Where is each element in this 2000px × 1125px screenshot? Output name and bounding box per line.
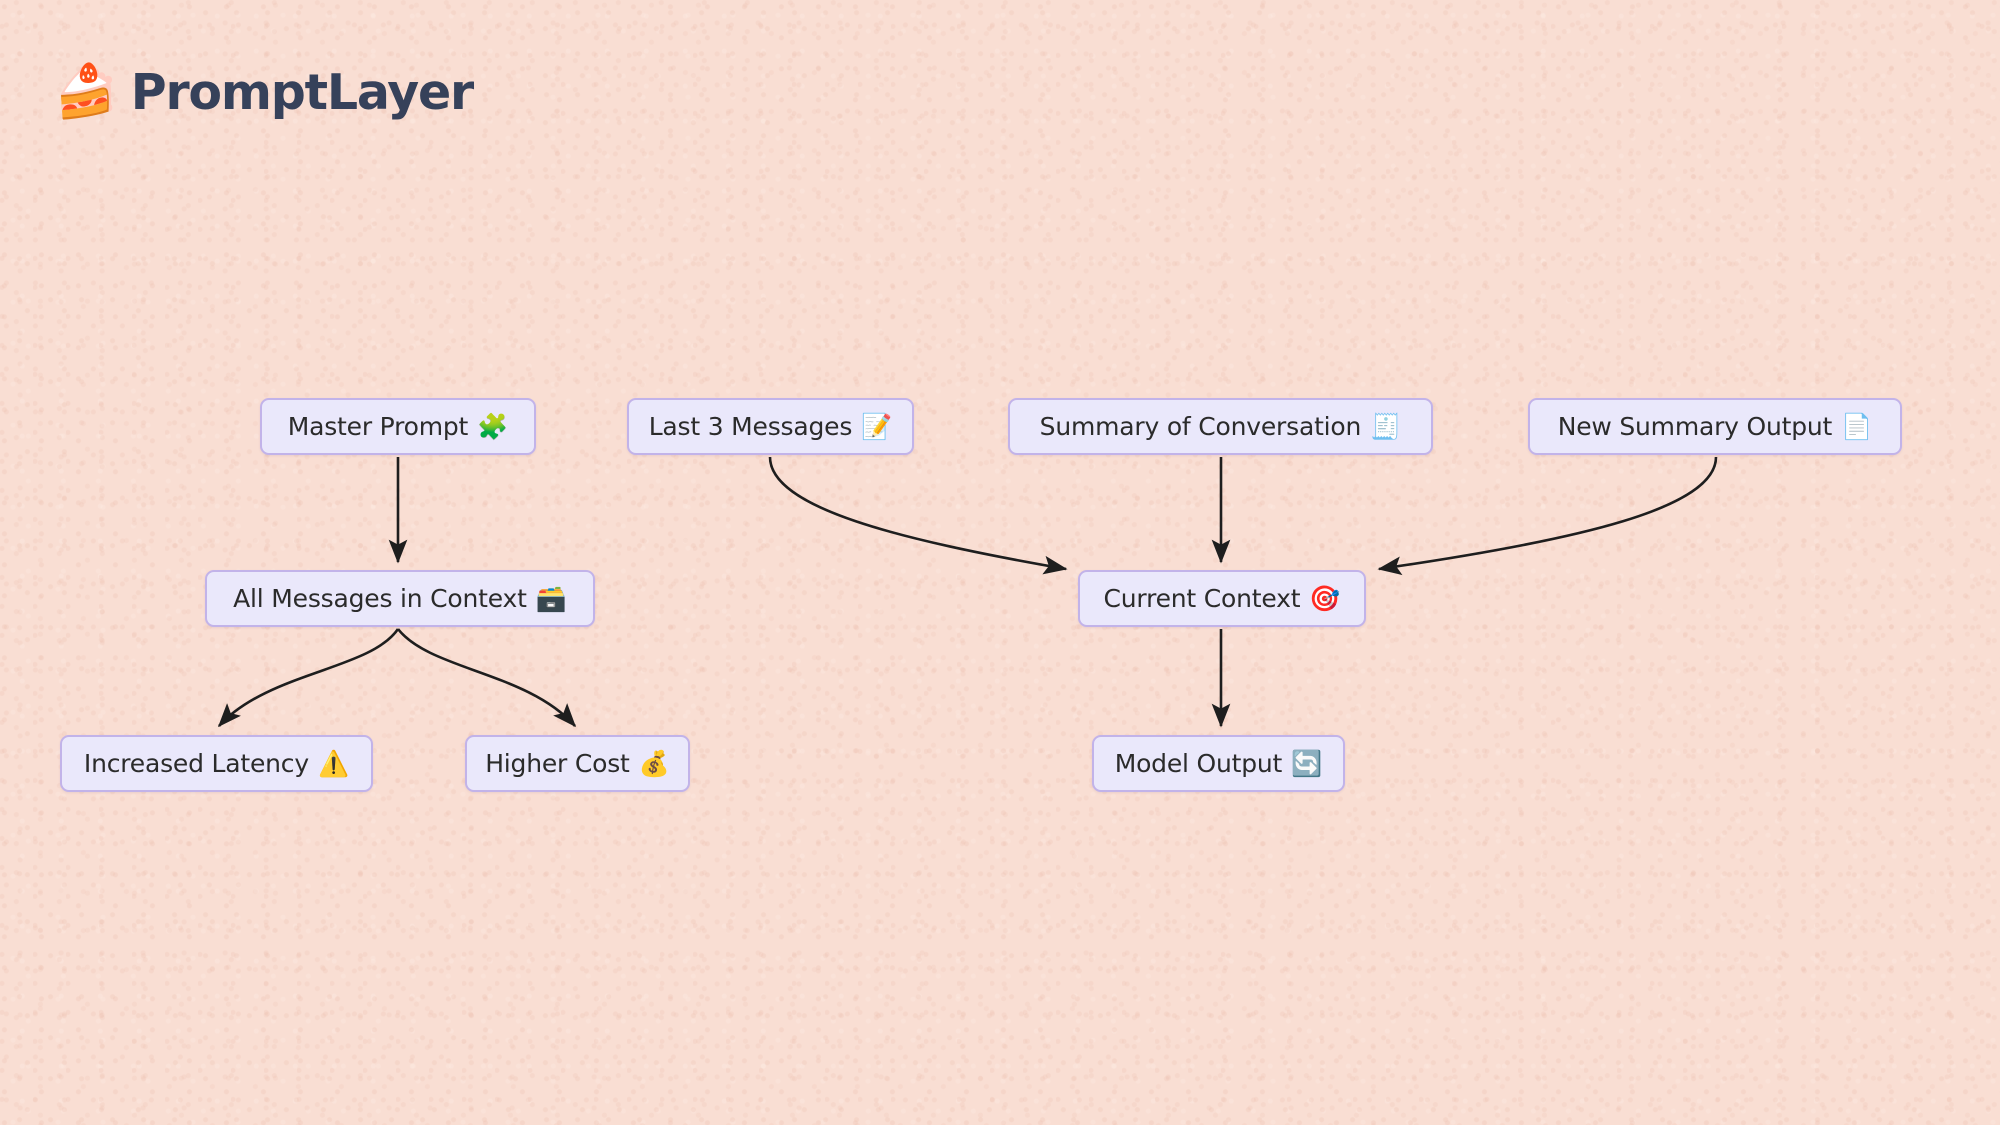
- money-bag-icon: 💰: [638, 749, 670, 778]
- node-master-prompt[interactable]: Master Prompt 🧩: [260, 398, 536, 455]
- arrows-sync-icon: 🔄: [1291, 749, 1323, 778]
- memo-icon: 📝: [861, 412, 893, 441]
- node-model-output[interactable]: Model Output 🔄: [1092, 735, 1345, 792]
- node-label: Higher Cost: [485, 749, 630, 778]
- node-increased-latency[interactable]: Increased Latency ⚠️: [60, 735, 373, 792]
- node-label: Last 3 Messages: [648, 412, 853, 441]
- node-new-summary-output[interactable]: New Summary Output 📄: [1528, 398, 1902, 455]
- receipt-icon: 🧾: [1370, 412, 1402, 441]
- bullseye-icon: 🎯: [1309, 584, 1341, 613]
- node-last-3-messages[interactable]: Last 3 Messages 📝: [627, 398, 914, 455]
- brand-name: PromptLayer: [130, 63, 474, 121]
- node-label: Increased Latency: [83, 749, 309, 778]
- node-label: Master Prompt: [287, 412, 469, 441]
- node-label: All Messages in Context: [233, 584, 527, 613]
- node-higher-cost[interactable]: Higher Cost 💰: [465, 735, 690, 792]
- node-label: Current Context: [1103, 584, 1301, 613]
- warning-icon: ⚠️: [317, 749, 350, 778]
- card-file-box-icon: 🗃️: [535, 584, 567, 613]
- cake-slice-icon: 🍰: [54, 62, 119, 122]
- puzzle-piece-icon: 🧩: [477, 412, 509, 441]
- node-current-context[interactable]: Current Context 🎯: [1078, 570, 1366, 627]
- node-label: Model Output: [1114, 749, 1283, 778]
- node-label: New Summary Output: [1557, 412, 1833, 441]
- node-all-messages-in-context[interactable]: All Messages in Context 🗃️: [205, 570, 595, 627]
- node-label: Summary of Conversation: [1039, 412, 1362, 441]
- promptlayer-logo: 🍰 PromptLayer: [54, 62, 474, 122]
- node-summary-of-conversation[interactable]: Summary of Conversation 🧾: [1008, 398, 1433, 455]
- page-document-icon: 📄: [1841, 412, 1873, 441]
